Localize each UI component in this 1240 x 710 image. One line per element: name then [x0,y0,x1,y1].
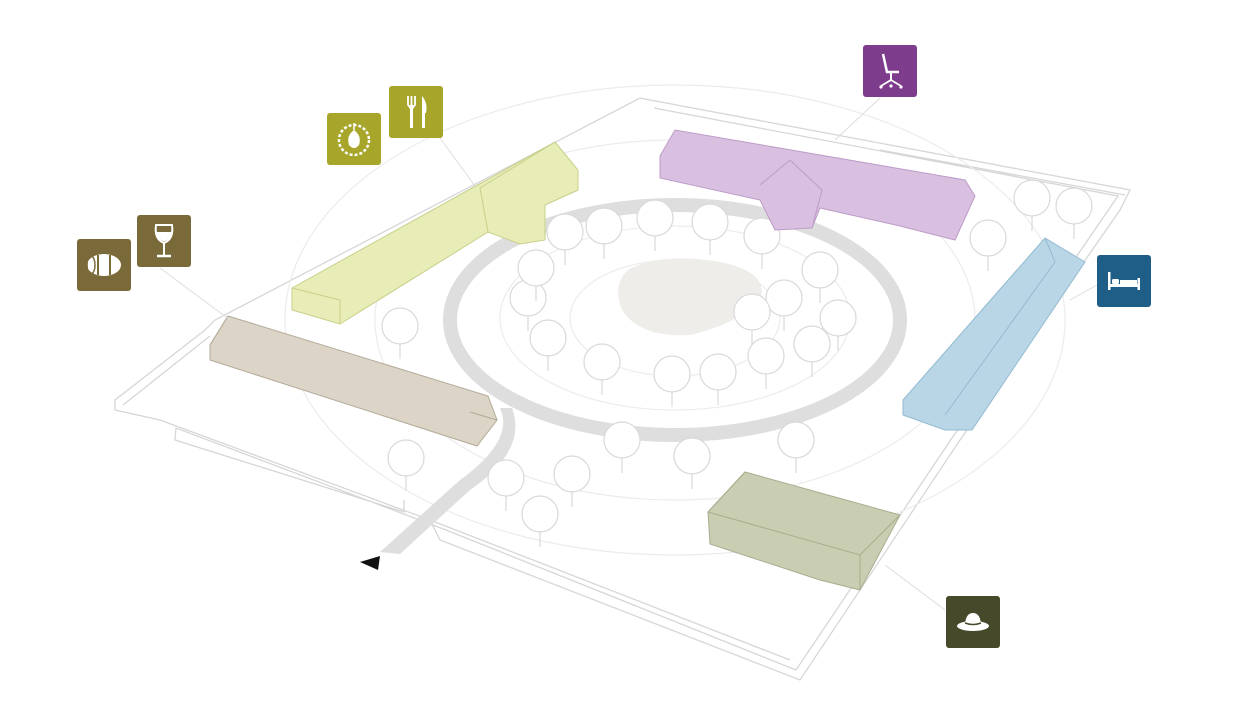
cellar-building[interactable] [209,315,498,447]
pond [618,258,762,336]
lodging-building[interactable] [902,237,1086,431]
ring-road [443,198,907,442]
tree [553,455,591,507]
restaurant-building[interactable] [291,141,579,325]
tree [819,299,857,351]
office-building[interactable] [659,129,976,241]
tree [636,199,674,251]
pub-poi[interactable] [327,113,381,165]
dining-poi[interactable] [389,86,443,138]
tree [509,279,547,331]
tree [487,459,525,511]
hunting-lodge-building[interactable] [707,471,901,591]
tree [583,343,621,395]
barrel-icon [86,254,121,276]
tree [585,207,623,259]
tree [546,213,584,265]
tree [381,307,419,359]
tree [1013,179,1051,231]
fork-knife-icon [407,96,427,128]
office-chair-icon [879,53,903,89]
office-poi[interactable] [863,45,917,97]
tree [777,421,815,473]
tree [801,251,839,303]
wine-poi[interactable] [137,215,191,267]
wine-glass-icon [154,224,174,258]
cellar-poi[interactable] [77,239,131,291]
hunting-hat-icon [957,613,989,631]
tree [603,421,641,473]
tree [691,203,729,255]
tree [699,353,737,405]
lodging-poi[interactable] [1097,255,1151,307]
leader-lines [159,97,1098,611]
hunting-poi[interactable] [946,596,1000,648]
black-arrow-icon[interactable] [360,556,380,570]
tree [673,437,711,489]
tree [517,249,555,301]
tree [733,293,771,345]
bed-icon [1108,272,1140,290]
tree [529,319,567,371]
tree [521,495,559,547]
hop-wreath-icon [337,123,371,157]
tree [1055,187,1093,239]
tree [969,219,1007,271]
trees [381,179,1093,547]
tree [765,279,803,331]
tree [793,325,831,377]
tree [387,439,425,491]
tree [743,217,781,269]
tree [653,355,691,407]
tree [747,337,785,389]
